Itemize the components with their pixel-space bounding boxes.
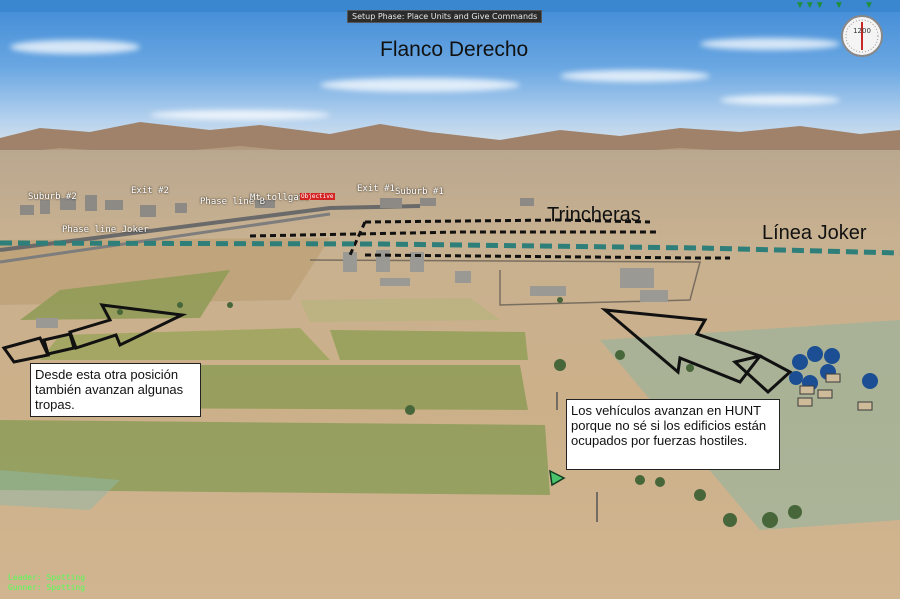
overlay-title: Flanco Derecho: [380, 38, 529, 61]
tree-icon: ▼▼▼: [795, 0, 825, 11]
status-gunner: Gunner: Spotting: [8, 583, 86, 592]
compass-icon[interactable]: 1200: [840, 14, 884, 58]
map-label-suburb1: Suburb #1: [395, 187, 444, 197]
note-right: Los vehículos avanzan en HUNT porque no …: [566, 399, 780, 470]
joker-line-label: Línea Joker: [762, 222, 867, 244]
advance-arrow-right: [600, 308, 793, 395]
phase-banner: Setup Phase: Place Units and Give Comman…: [347, 10, 543, 23]
advance-arrow-left: [1, 303, 188, 364]
map-label-phase-line-b: Phase line B: [200, 197, 266, 207]
map-label-exit2: Exit #2: [131, 186, 169, 196]
map-label-exit1: Exit #1: [357, 184, 395, 194]
map-label-suburb2: Suburb #2: [28, 192, 77, 202]
map-label-tollgate: Mt.tollgate: [250, 193, 310, 203]
map-label-objective: Objective: [300, 193, 335, 200]
tree-icon: ▼: [834, 0, 844, 11]
status-leader: Leader: Spotting: [8, 573, 86, 582]
compass-value: 1200: [853, 27, 871, 35]
map-label-phase-line-joker: Phase line Joker: [62, 225, 149, 235]
unit-group[interactable]: [789, 346, 878, 411]
top-bar: ▼▼▼ ▼ ▼: [0, 0, 900, 12]
tree-icon: ▼: [864, 0, 874, 11]
note-left: Desde esta otra posición también avanzan…: [30, 363, 201, 417]
waypoint-arrow-icon[interactable]: [549, 469, 566, 487]
trincheras-label: Trincheras: [547, 204, 641, 226]
